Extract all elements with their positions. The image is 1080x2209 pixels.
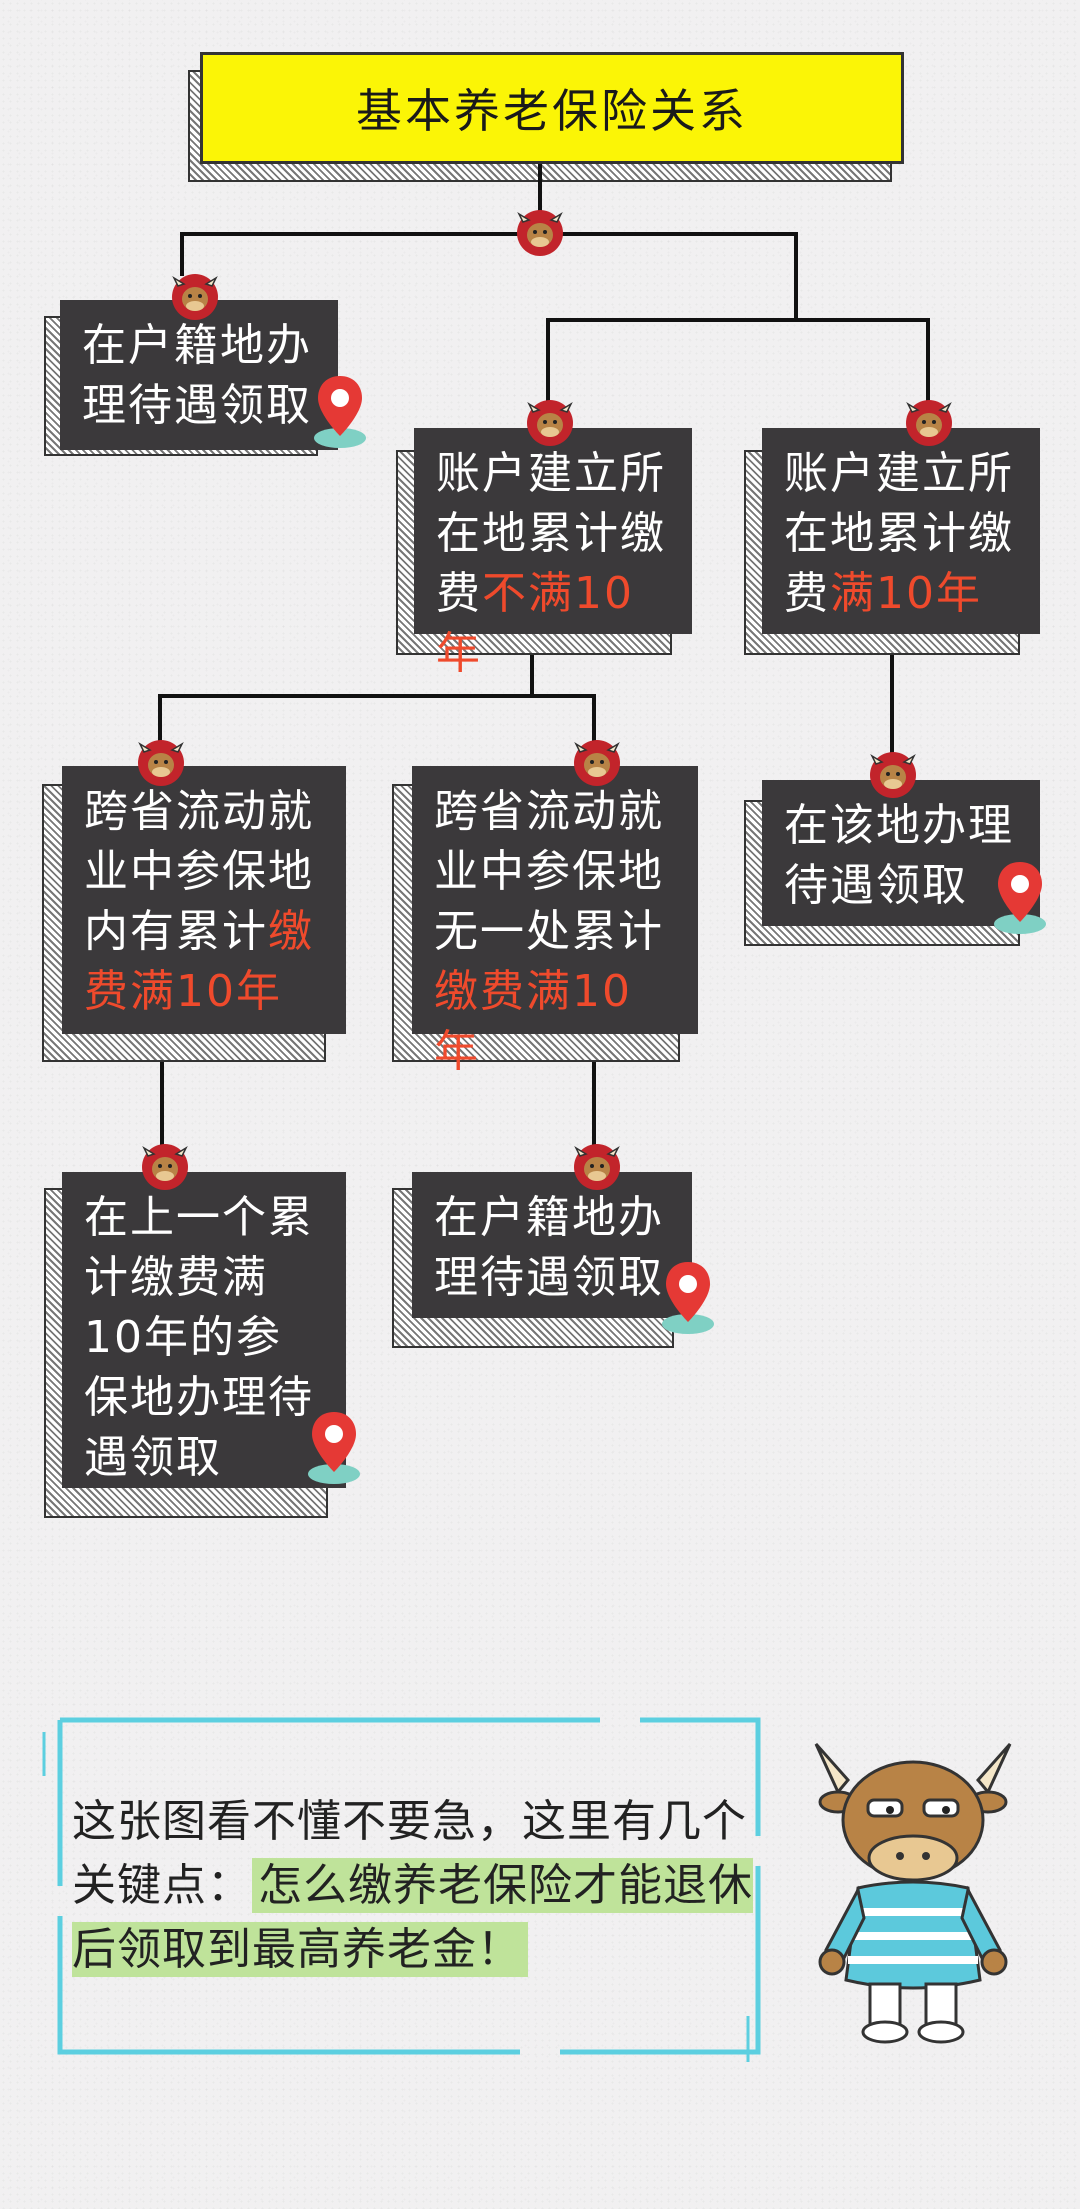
location-pin-icon xyxy=(308,1412,360,1484)
note-frame xyxy=(42,1717,761,2062)
node-account-10-years: 账户建立所在地累计缴费满10年 xyxy=(762,428,1040,634)
bull-head-icon xyxy=(138,740,184,786)
node-highlight: 缴费满10年 xyxy=(434,966,632,1077)
connector xyxy=(592,1034,596,1174)
connector xyxy=(592,694,596,768)
connector xyxy=(180,232,796,236)
node-account-not-10-years: 账户建立所在地累计缴费不满10年 xyxy=(414,428,692,679)
node-cross-province-none-10-years: 跨省流动就业中参保地无一处累计缴费满10年 xyxy=(412,766,698,1077)
node-last-10-year-place-claim: 在上一个累计缴费满10年的参保地办理待遇领取 xyxy=(62,1172,346,1488)
connector xyxy=(158,694,594,698)
bull-head-icon xyxy=(527,400,573,446)
bull-head-icon xyxy=(172,274,218,320)
connector xyxy=(160,1034,164,1174)
node-text: 在户籍地办理待遇领取 xyxy=(82,320,312,431)
connector xyxy=(158,694,162,768)
connector xyxy=(546,318,928,322)
node-highlight: 不满10年 xyxy=(436,568,634,679)
node-hukou-claim-left: 在户籍地办理待遇领取 xyxy=(60,300,338,450)
bull-head-icon xyxy=(870,752,916,798)
node-text: 在该地办理待遇领取 xyxy=(784,800,1014,911)
bull-head-icon xyxy=(906,400,952,446)
connector xyxy=(794,232,798,320)
node-highlight: 满10年 xyxy=(830,568,982,619)
node-text: 跨省流动就业中参保地无一处累计 xyxy=(434,786,664,957)
bull-head-icon xyxy=(574,740,620,786)
node-local-claim: 在该地办理待遇领取 xyxy=(762,780,1040,926)
node-hukou-claim-bottom: 在户籍地办理待遇领取 xyxy=(412,1172,692,1318)
connector xyxy=(926,318,930,428)
connector xyxy=(890,636,894,780)
note-text: 这张图看不懂不要急，这里有几个关键点：怎么缴养老保险才能退休后领取到最高养老金！ xyxy=(72,1790,772,1982)
bull-head-icon xyxy=(142,1144,188,1190)
location-pin-icon xyxy=(314,376,366,448)
diagram-title-text: 基本养老保险关系 xyxy=(356,84,748,138)
diagram-title: 基本养老保险关系 xyxy=(200,52,904,164)
node-text: 账户建立所在地累计缴费 xyxy=(784,448,1014,619)
node-text: 在户籍地办理待遇领取 xyxy=(434,1192,664,1303)
connector xyxy=(546,318,550,428)
bull-head-icon xyxy=(574,1144,620,1190)
node-text: 账户建立所在地累计缴费 xyxy=(436,448,666,619)
connector xyxy=(538,164,542,232)
location-pin-icon xyxy=(662,1262,714,1334)
node-highlight: 缴费满10年 xyxy=(84,906,314,1017)
connector xyxy=(180,232,184,276)
node-text: 跨省流动就业中参保地内有累计 xyxy=(84,786,314,957)
connector xyxy=(530,636,534,696)
node-cross-province-has-10-years: 跨省流动就业中参保地内有累计缴费满10年 xyxy=(62,766,346,1034)
location-pin-icon xyxy=(994,862,1046,934)
note-plain: 这张图看不懂不要急，这里有几个关键点： xyxy=(72,1796,747,1911)
bull-mascot xyxy=(814,1743,1012,2044)
node-text: 在上一个累计缴费满10年的参保地办理待遇领取 xyxy=(84,1192,314,1483)
bull-head-icon xyxy=(517,210,563,256)
